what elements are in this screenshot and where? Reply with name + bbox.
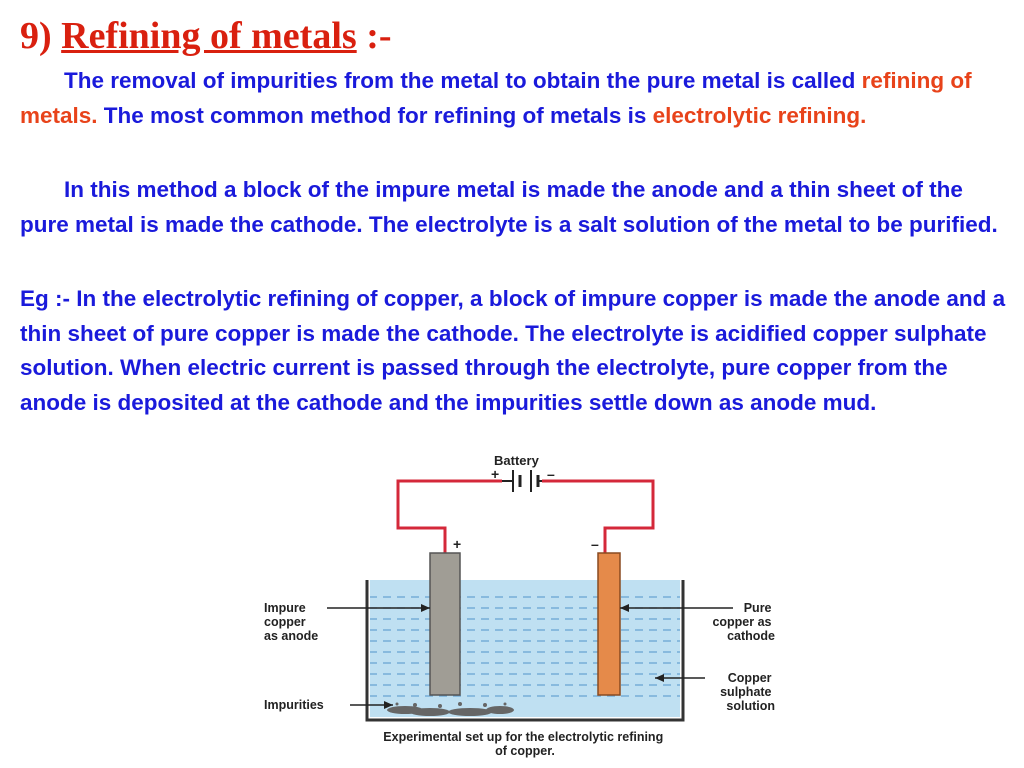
cathode-minus-sign: – bbox=[591, 536, 599, 552]
highlight-refining: refining of metals. bbox=[20, 68, 972, 128]
example-text: Eg :- In the electrolytic refining of co… bbox=[20, 286, 1006, 415]
method-text: In this method a block of the impure met… bbox=[20, 177, 998, 237]
battery-label: Battery bbox=[494, 453, 540, 468]
tank bbox=[365, 580, 685, 722]
battery-icon bbox=[502, 470, 542, 492]
paragraph-method: In this method a block of the impure met… bbox=[20, 173, 1010, 242]
electrolyte-waves bbox=[370, 592, 680, 704]
battery-plus-sign: + bbox=[491, 466, 499, 482]
electrolytic-refining-diagram: Battery + – + – Impure copper as anode I bbox=[264, 453, 775, 758]
copper-sulphate-label: Copper sulphate solution bbox=[720, 671, 775, 713]
slide-title: 9) Refining of metals :- bbox=[20, 12, 392, 60]
diagram-caption: Experimental set up for the electrolytic… bbox=[383, 730, 666, 758]
pure-copper-arrowhead bbox=[620, 604, 629, 612]
definition-text-a: The removal of impurities from the metal… bbox=[64, 68, 862, 93]
highlight-electrolytic: electrolytic refining. bbox=[652, 102, 867, 128]
impurities-arrowhead bbox=[384, 701, 393, 709]
anode-mud bbox=[387, 702, 514, 716]
anode-plus-sign: + bbox=[453, 536, 461, 552]
paragraph-definition: The removal of impurities from the metal… bbox=[20, 64, 1010, 133]
wire-anode bbox=[396, 479, 502, 553]
impurities-label: Impurities bbox=[264, 698, 324, 712]
cathode-electrode bbox=[597, 552, 621, 696]
impure-copper-label: Impure copper as anode bbox=[264, 601, 318, 643]
title-main: Refining of metals bbox=[61, 15, 357, 57]
paragraph-example: Eg :- In the electrolytic refining of co… bbox=[20, 282, 1010, 420]
solution-arrowhead bbox=[655, 674, 664, 682]
anode-electrode bbox=[429, 552, 461, 696]
title-number: 9) bbox=[20, 15, 52, 57]
title-suffix: :- bbox=[366, 15, 392, 57]
pure-copper-label: Pure copper as cathode bbox=[712, 601, 775, 643]
impure-copper-arrowhead bbox=[421, 604, 430, 612]
battery-minus-sign: – bbox=[547, 466, 555, 482]
definition-text-b: The most common method for refining of m… bbox=[97, 102, 653, 128]
wire-cathode bbox=[542, 479, 655, 553]
